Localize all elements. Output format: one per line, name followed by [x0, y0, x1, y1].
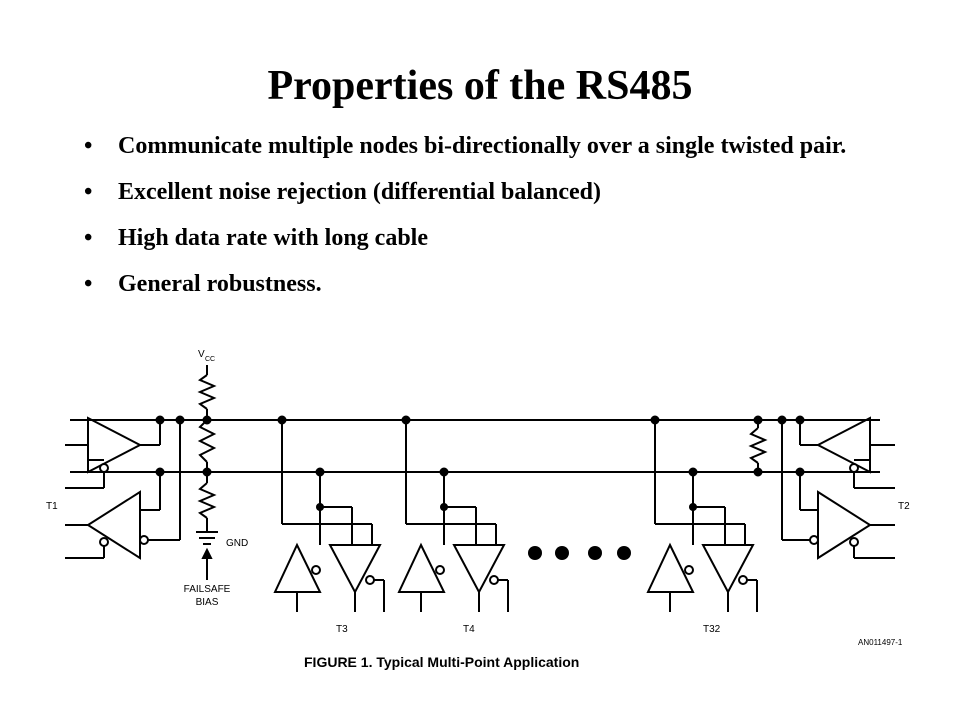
failsafe-bias-network — [196, 365, 218, 580]
transceiver-t3 — [273, 415, 385, 612]
bullet-text: Communicate multiple nodes bi-directiona… — [118, 133, 847, 159]
t1-label: T1 — [46, 501, 58, 512]
bullet-list: • Communicate multiple nodes bi-direction… — [80, 130, 900, 314]
bias-label: BIAS — [196, 597, 219, 608]
transceiver-t1 — [65, 415, 185, 560]
t4-label: T4 — [463, 624, 475, 635]
transceiver-t2 — [777, 415, 895, 560]
bullet-item: • Communicate multiple nodes bi-direction… — [80, 130, 900, 162]
vcc-label: V — [198, 349, 205, 360]
failsafe-label: FAILSAFE — [184, 584, 231, 595]
t3-label: T3 — [336, 624, 348, 635]
bullet-marker: • — [84, 179, 93, 205]
vcc-subscript: CC — [205, 356, 215, 363]
t2-label: T2 — [898, 501, 910, 512]
bullet-text: High data rate with long cable — [118, 225, 428, 251]
slide-title: Properties of the RS485 — [267, 63, 693, 109]
bullet-item: • High data rate with long cable — [80, 222, 900, 254]
gnd-label: GND — [226, 538, 248, 549]
figure-caption: FIGURE 1. Typical Multi-Point Applicatio… — [304, 654, 579, 670]
bullet-item: • General robustness. — [80, 268, 900, 300]
transceiver-t4 — [397, 415, 509, 612]
bullet-item: • Excellent noise rejection (differential… — [80, 176, 900, 208]
ellipsis-dots — [528, 546, 631, 560]
transceiver-t32 — [646, 415, 758, 612]
part-code-label: AN011497-1 — [858, 638, 903, 647]
bullet-text: General robustness. — [118, 271, 322, 297]
bullet-marker: • — [84, 225, 93, 251]
termination-resistor — [748, 415, 768, 477]
t32-label: T32 — [703, 624, 721, 635]
bullet-text: Excellent noise rejection (differential … — [118, 179, 602, 205]
bullet-marker: • — [84, 133, 93, 159]
bullet-marker: • — [84, 271, 93, 297]
